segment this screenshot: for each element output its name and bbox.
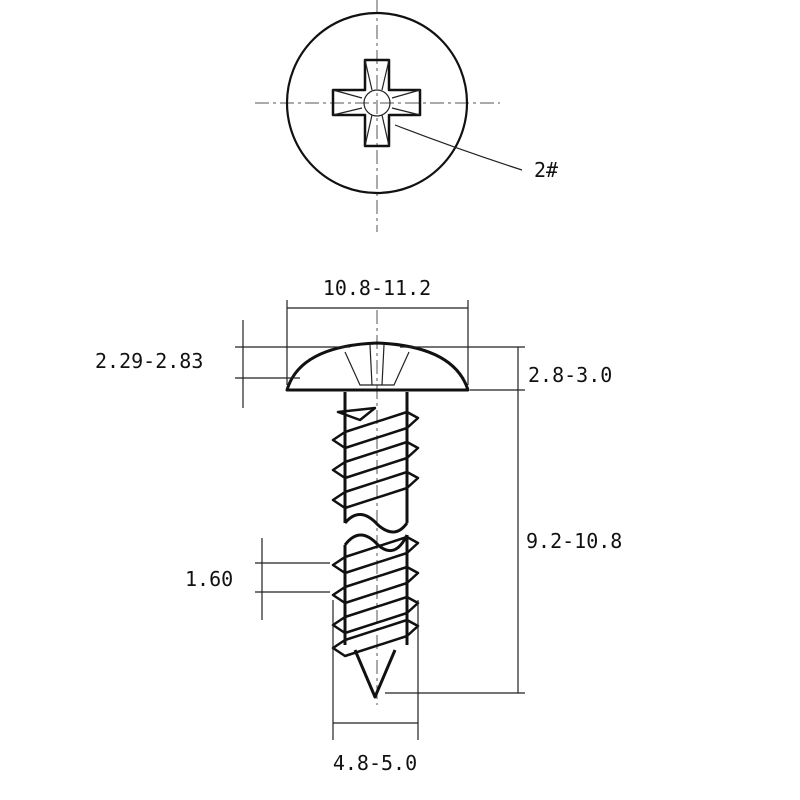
pitch-dimension <box>255 538 330 620</box>
head-height-left-dimension <box>235 320 350 408</box>
shank-upper <box>343 392 409 523</box>
head-diameter-label: 10.8-11.2 <box>323 276 431 300</box>
screw-head <box>285 341 470 392</box>
side-view <box>285 310 470 705</box>
shank-lower <box>343 535 409 645</box>
pitch-label: 1.60 <box>185 567 233 591</box>
head-height-right-label: 2.8-3.0 <box>528 363 612 387</box>
thread-start <box>336 406 377 422</box>
break-line-upper <box>343 513 409 534</box>
head-outline-circle <box>285 11 469 195</box>
length-dimension <box>385 346 525 694</box>
recess-facets <box>332 59 421 147</box>
dimensions: 10.8-11.2 2.29-2.83 2.8-3.0 9.2-10.8 1.6… <box>95 276 622 775</box>
top-view: 2# <box>255 0 558 232</box>
screw-tip <box>353 649 397 699</box>
drive-size-label: 2# <box>534 158 558 182</box>
head-recess-section <box>344 344 410 386</box>
break-line-lower <box>343 533 409 553</box>
drive-leader-line <box>394 124 523 171</box>
head-height-left-label: 2.29-2.83 <box>95 349 203 373</box>
thread-diameter-dimension <box>332 600 419 740</box>
head-diameter-dimension <box>286 300 469 385</box>
recess-center <box>363 89 391 117</box>
thread-diameter-label: 4.8-5.0 <box>333 751 417 775</box>
length-label: 9.2-10.8 <box>526 529 622 553</box>
